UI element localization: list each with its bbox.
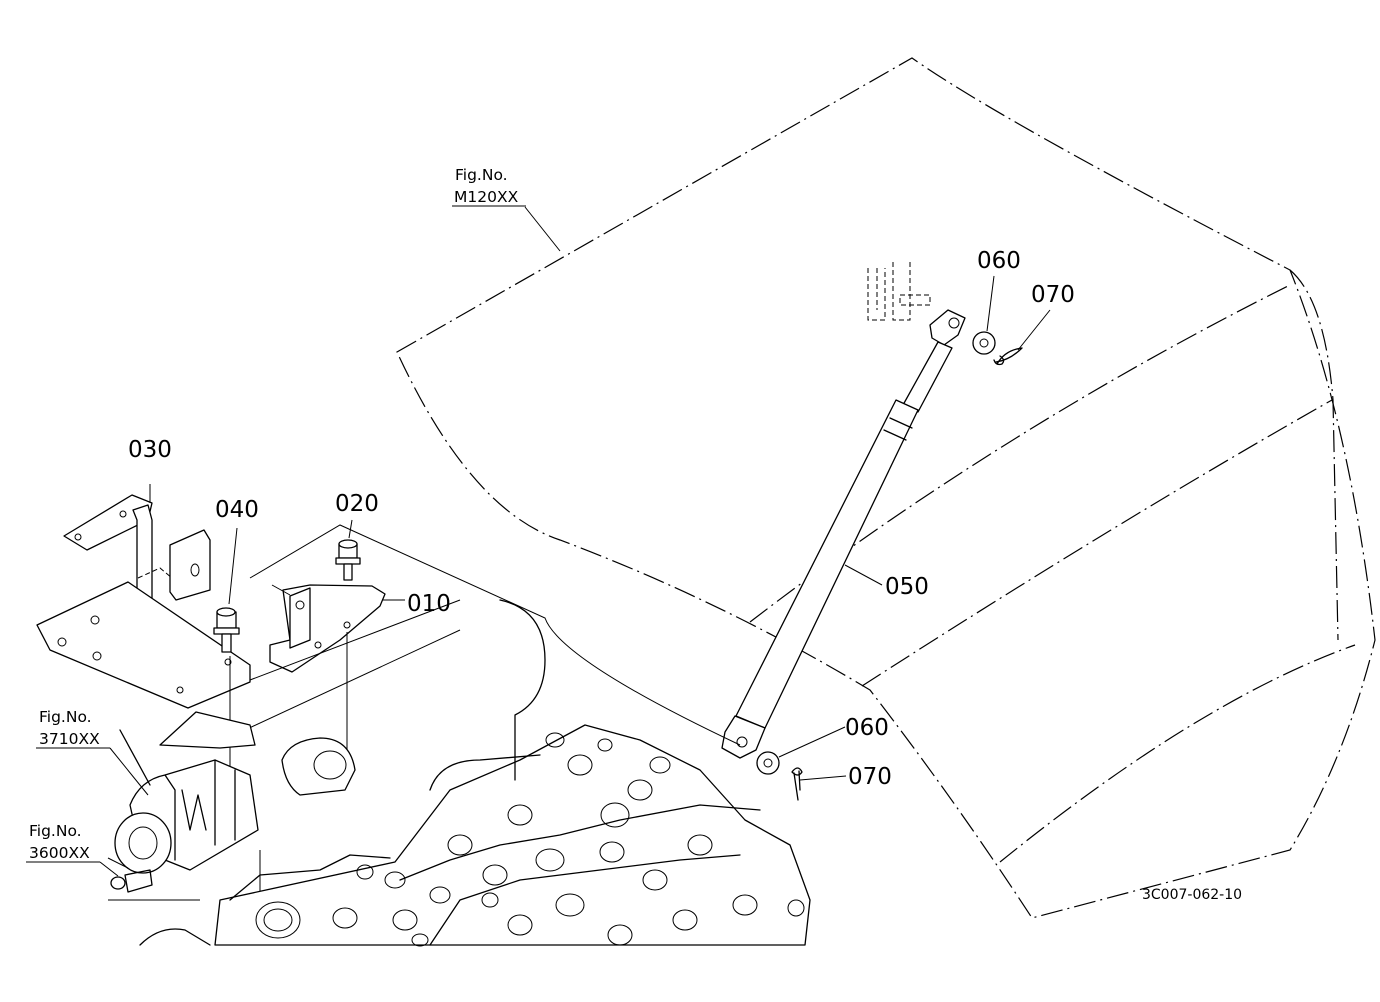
callout-010: 010 xyxy=(407,591,451,617)
callout-labels: 030 040 020 010 050 060 070 060 070 xyxy=(128,248,1075,790)
callout-070-bottom: 070 xyxy=(848,764,892,790)
hair-pin-bottom xyxy=(791,767,803,801)
fig-ref-radiator-line2: 3710XX xyxy=(39,730,100,748)
fig-ref-hood: Fig.No. M120XX xyxy=(452,166,526,207)
fig-ref-fan-line1: Fig.No. xyxy=(29,822,82,840)
engine-cylinder-head xyxy=(139,599,811,947)
engine-ports xyxy=(255,732,805,947)
bolt-040 xyxy=(213,527,240,780)
callout-040: 040 xyxy=(215,497,259,523)
fig-ref-hood-line1: Fig.No. xyxy=(455,166,508,184)
washer-bottom xyxy=(756,751,780,775)
callout-020: 020 xyxy=(335,491,379,517)
callout-030: 030 xyxy=(128,437,172,463)
drawing-code: 3C007-062-10 xyxy=(1142,887,1242,903)
leader-lines xyxy=(778,275,1051,781)
callout-050: 050 xyxy=(885,574,929,600)
radiator-shroud xyxy=(107,711,259,901)
fig-ref-radiator: Fig.No. 3710XX xyxy=(36,708,149,796)
gas-strut xyxy=(721,262,966,759)
fig-ref-fan: Fig.No. 3600XX xyxy=(26,822,119,877)
fig-ref-fan-line2: 3600XX xyxy=(29,844,90,862)
bracket-030 xyxy=(36,484,251,709)
callout-060-top: 060 xyxy=(977,248,1021,274)
fig-ref-hood-line2: M120XX xyxy=(454,188,519,206)
callout-070-top: 070 xyxy=(1031,282,1075,308)
callout-060-bottom: 060 xyxy=(845,715,889,741)
bolt-020 xyxy=(335,519,361,581)
bracket-010 xyxy=(269,584,405,780)
fig-ref-radiator-line1: Fig.No. xyxy=(39,708,92,726)
washer-top xyxy=(972,331,996,355)
hose-elbow xyxy=(281,737,356,796)
hair-pin-top xyxy=(993,347,1023,366)
